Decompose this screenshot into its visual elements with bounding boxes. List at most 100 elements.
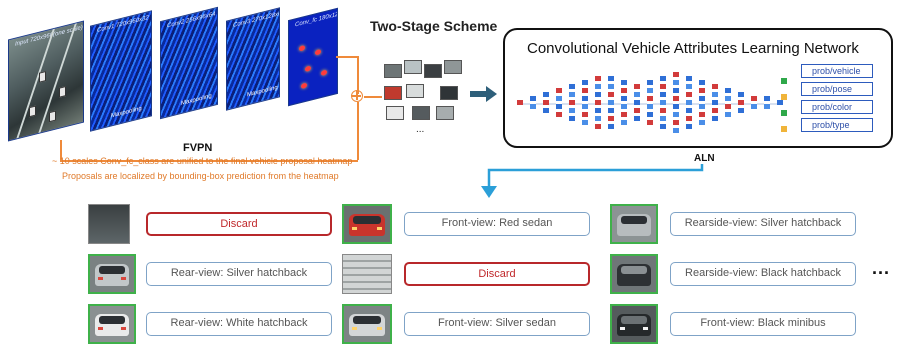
proposal-thumb bbox=[404, 60, 422, 74]
proposal-thumb bbox=[436, 106, 454, 120]
network-node bbox=[738, 100, 744, 105]
network-node bbox=[712, 84, 718, 89]
network-node bbox=[634, 84, 640, 89]
network-node bbox=[686, 100, 692, 105]
network-node bbox=[569, 100, 575, 105]
network-node bbox=[621, 120, 627, 125]
network-node bbox=[738, 92, 744, 97]
network-node bbox=[543, 100, 549, 105]
network-node bbox=[673, 104, 679, 109]
layer-label-conv3: Conv3 270x128x64 bbox=[233, 10, 280, 29]
network-node bbox=[595, 76, 601, 81]
network-node bbox=[699, 88, 705, 93]
network-node bbox=[660, 116, 666, 121]
output-prob-pose: prob/pose bbox=[801, 82, 873, 96]
fvpn-connector-top bbox=[336, 56, 358, 58]
network-node bbox=[634, 116, 640, 121]
network-node bbox=[608, 124, 614, 129]
network-node bbox=[569, 84, 575, 89]
network-node bbox=[530, 104, 536, 109]
proposal-thumb bbox=[412, 106, 430, 120]
proposal-thumb bbox=[440, 86, 458, 100]
network-node bbox=[660, 92, 666, 97]
maxpool-label-2: Maxpooling bbox=[181, 93, 212, 107]
network-node bbox=[686, 92, 692, 97]
result-thumb-r2c1 bbox=[88, 254, 136, 294]
fvpn-connector-down bbox=[357, 56, 359, 94]
network-node bbox=[582, 104, 588, 109]
network-node bbox=[699, 80, 705, 85]
network-node bbox=[634, 92, 640, 97]
network-node bbox=[673, 96, 679, 101]
result-thumb-r3c1 bbox=[88, 304, 136, 344]
network-node bbox=[621, 104, 627, 109]
result-thumb-r3c3 bbox=[610, 304, 658, 344]
network-node bbox=[738, 108, 744, 113]
network-node bbox=[569, 108, 575, 113]
network-node bbox=[556, 88, 562, 93]
output-prob-color: prob/color bbox=[801, 100, 873, 114]
network-node bbox=[764, 96, 770, 101]
proposal-thumb bbox=[406, 84, 424, 98]
network-node bbox=[569, 92, 575, 97]
network-node bbox=[595, 108, 601, 113]
result-label-r3c1: Rear-view: White hatchback bbox=[146, 312, 332, 336]
conv1-feature-map: Conv1 720x960x32 Maxpooling bbox=[90, 10, 152, 132]
proposal-thumb bbox=[424, 64, 442, 78]
network-node bbox=[725, 104, 731, 109]
fvpn-title: FVPN bbox=[183, 142, 213, 154]
result-label-r3c3: Front-view: Black minibus bbox=[670, 312, 856, 336]
maxpool-label-1: Maxpooling bbox=[111, 105, 142, 120]
aln-to-results-arrow bbox=[481, 164, 704, 198]
network-node bbox=[660, 84, 666, 89]
network-output-head bbox=[781, 94, 787, 100]
result-label-r2c2: Discard bbox=[404, 262, 590, 286]
fvpn-note-scales: ~ 10 scales Conv_fc_class are unified to… bbox=[52, 156, 353, 166]
layer-label-conv-fc: Conv_fc 180x128 bbox=[295, 10, 338, 29]
network-node bbox=[530, 96, 536, 101]
network-node bbox=[751, 104, 757, 109]
maxpool-label-3: Maxpooling bbox=[247, 84, 278, 99]
result-label-r1c2: Front-view: Red sedan bbox=[404, 212, 590, 236]
network-node bbox=[699, 112, 705, 117]
network-node bbox=[608, 100, 614, 105]
network-diagram bbox=[517, 72, 787, 133]
network-node bbox=[699, 120, 705, 125]
network-node bbox=[647, 80, 653, 85]
fvpn-note-localized: Proposals are localized by bounding-box … bbox=[62, 171, 339, 181]
network-node bbox=[595, 92, 601, 97]
conv2-feature-map: Conv2 256x96x64 Maxpooling bbox=[160, 6, 218, 120]
network-node bbox=[608, 76, 614, 81]
network-node bbox=[751, 96, 757, 101]
proposal-thumb bbox=[386, 106, 404, 120]
network-node bbox=[634, 108, 640, 113]
result-thumb-r2c2 bbox=[342, 254, 392, 294]
network-node bbox=[595, 116, 601, 121]
network-node bbox=[699, 104, 705, 109]
network-node bbox=[543, 92, 549, 97]
result-thumb-r1c2 bbox=[342, 204, 392, 244]
network-node bbox=[712, 100, 718, 105]
network-output-head bbox=[781, 126, 787, 132]
network-node bbox=[725, 96, 731, 101]
network-node bbox=[673, 72, 679, 77]
result-label-r2c1: Rear-view: Silver hatchback bbox=[146, 262, 332, 286]
network-node bbox=[634, 100, 640, 105]
network-node bbox=[621, 96, 627, 101]
network-node bbox=[595, 100, 601, 105]
network-node bbox=[582, 80, 588, 85]
network-node bbox=[582, 96, 588, 101]
network-node bbox=[647, 96, 653, 101]
network-node bbox=[673, 128, 679, 133]
output-prob-vehicle: prob/vehicle bbox=[801, 64, 873, 78]
network-node bbox=[686, 124, 692, 129]
results-more-ellipsis: ... bbox=[872, 258, 891, 278]
layer-label-conv2: Conv2 256x96x64 bbox=[167, 11, 216, 30]
network-node bbox=[712, 108, 718, 113]
network-node bbox=[608, 116, 614, 121]
network-node bbox=[673, 112, 679, 117]
network-node bbox=[582, 112, 588, 117]
aln-box: Convolutional Vehicle Attributes Learnin… bbox=[503, 28, 893, 148]
network-node bbox=[725, 88, 731, 93]
network-node bbox=[660, 100, 666, 105]
